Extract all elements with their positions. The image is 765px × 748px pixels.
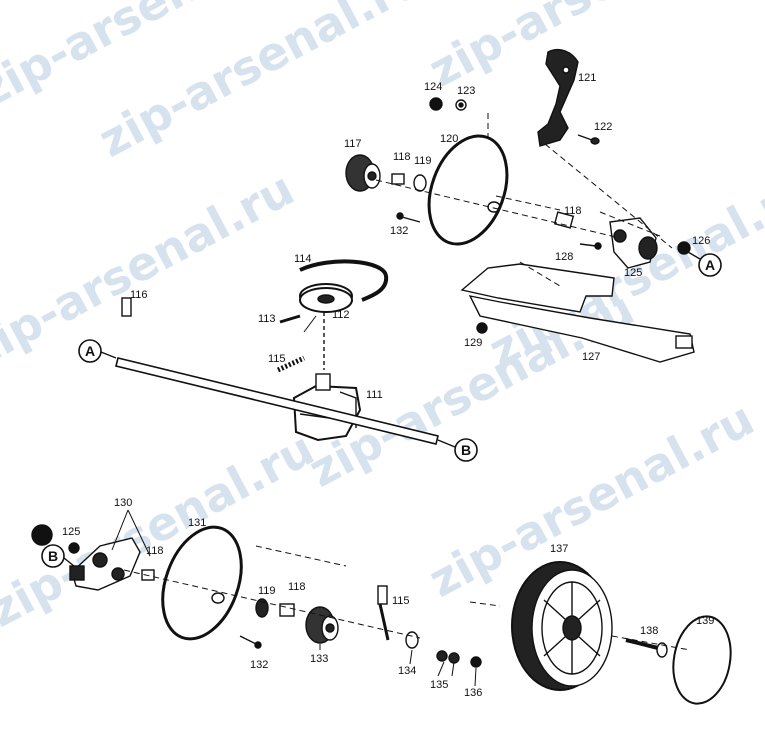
connector-b-right	[437, 438, 478, 462]
part-132-bolt-lower	[239, 635, 262, 649]
part-label: 118	[288, 581, 306, 593]
part-135-nuts	[436, 650, 460, 664]
part-label: 134	[398, 665, 416, 677]
part-115-key	[276, 355, 306, 373]
part-label: 116	[130, 289, 148, 301]
part-133-gear	[305, 606, 339, 644]
part-label: 121	[578, 72, 596, 84]
part-136-nut	[470, 656, 482, 668]
part-125-washer-lower	[68, 542, 80, 554]
part-label: 129	[464, 337, 482, 349]
part-118-bushing-mid	[279, 603, 295, 617]
part-label: 115	[268, 353, 286, 365]
part-label: 113	[258, 313, 276, 325]
part-130-adjuster	[69, 537, 141, 591]
part-label: 115	[392, 595, 410, 607]
part-label: 120	[440, 133, 458, 145]
part-label: 132	[390, 225, 408, 237]
part-119-washer	[413, 174, 427, 192]
part-label: 117	[344, 138, 362, 150]
connector-a-right-label: A	[705, 257, 715, 273]
part-117-gear	[345, 154, 381, 192]
part-124-nut	[429, 97, 443, 111]
part-label: 118	[146, 545, 164, 557]
part-121-bracket	[537, 48, 579, 147]
part-label: 114	[294, 253, 312, 265]
connector-a-left-label: A	[85, 343, 95, 359]
part-139-cap	[672, 615, 732, 705]
part-label: 122	[594, 121, 612, 133]
part-112-pulley	[299, 283, 353, 313]
part-label: 125	[624, 267, 642, 279]
part-label: 130	[114, 497, 132, 509]
part-label: 136	[464, 687, 482, 699]
part-label: 118	[564, 205, 582, 217]
part-119-washer-lower	[255, 598, 269, 618]
connector-b-right-label: B	[461, 442, 471, 458]
part-118-bushing-lower	[141, 569, 155, 581]
part-label: 126	[692, 235, 710, 247]
part-129-nut	[476, 322, 488, 334]
part-label: 118	[393, 151, 411, 163]
part-127-plate	[460, 263, 695, 363]
part-label: 133	[310, 653, 328, 665]
part-label: 135	[430, 679, 448, 691]
connector-a-left	[78, 339, 117, 363]
part-115-key-lower	[377, 585, 388, 605]
part-label: 119	[258, 585, 276, 597]
part-134-washer	[405, 631, 419, 649]
part-131-hubcap	[161, 525, 243, 641]
part-label: 137	[550, 543, 568, 555]
part-122-screw	[577, 134, 600, 145]
connector-b-left-label: B	[48, 548, 58, 564]
part-120-hubcap	[427, 134, 509, 246]
part-126-nut	[677, 241, 691, 255]
stub-axle	[378, 603, 390, 641]
part-128-screw	[579, 242, 602, 250]
part-113-screw	[279, 314, 301, 324]
part-label: 139	[696, 615, 714, 627]
connector-b-left	[41, 544, 75, 568]
part-label: 112	[332, 309, 350, 321]
part-138-bolt	[625, 638, 668, 658]
part-label: 128	[555, 251, 573, 263]
drive-axle-shaft	[115, 357, 439, 445]
part-123-washer	[455, 99, 467, 111]
part-118-bushing	[391, 173, 405, 185]
part-label: 119	[414, 155, 432, 167]
part-126-knob-lower	[31, 524, 53, 546]
part-label: 132	[250, 659, 268, 671]
part-label: 123	[457, 85, 475, 97]
part-label: 124	[424, 81, 442, 93]
part-label: 131	[188, 517, 206, 529]
part-label: 111	[366, 389, 383, 401]
part-114-belt	[299, 259, 389, 302]
part-118-bushing-right	[553, 211, 575, 229]
part-132-bolt	[396, 212, 421, 223]
connector-a-right	[687, 251, 722, 277]
part-label: 127	[582, 351, 600, 363]
part-125-adjuster	[609, 217, 658, 269]
part-116-key	[121, 297, 132, 317]
part-label: 138	[640, 625, 658, 637]
part-label: 125	[62, 526, 80, 538]
part-137-wheel	[511, 561, 613, 691]
